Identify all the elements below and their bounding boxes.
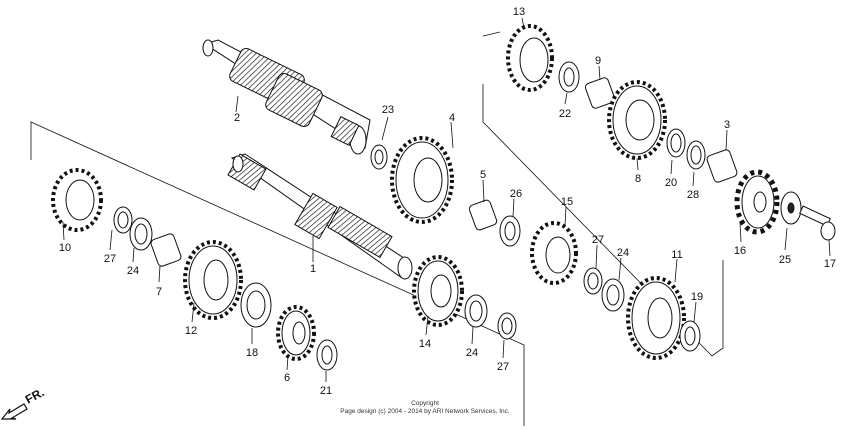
callout-20[interactable]: 20 bbox=[665, 177, 677, 189]
part-24a-washer[interactable] bbox=[129, 217, 153, 263]
callout-17[interactable]: 17 bbox=[824, 258, 836, 270]
callout-26[interactable]: 26 bbox=[510, 188, 522, 200]
callout-24-center[interactable]: 24 bbox=[466, 347, 478, 359]
part-27c-washer[interactable] bbox=[497, 312, 517, 359]
part-7-bushing[interactable] bbox=[150, 233, 182, 283]
callout-11[interactable]: 11 bbox=[671, 249, 682, 261]
part-21-washer[interactable] bbox=[316, 339, 338, 382]
callout-1[interactable]: 1 bbox=[310, 263, 316, 275]
part-28-washer[interactable] bbox=[686, 140, 706, 187]
callout-10[interactable]: 10 bbox=[59, 242, 71, 254]
part-6-gear[interactable] bbox=[276, 305, 316, 371]
part-2-mainshaft[interactable] bbox=[202, 39, 371, 155]
part-13-gear[interactable] bbox=[506, 17, 554, 92]
front-direction-label: FR. bbox=[23, 385, 47, 406]
part-12-gear[interactable] bbox=[183, 240, 243, 323]
part-17-bolt[interactable] bbox=[799, 205, 836, 257]
callout-9[interactable]: 9 bbox=[595, 55, 601, 67]
part-26-washer[interactable] bbox=[499, 198, 521, 247]
callout-labels: 1 2 3 4 5 6 7 8 9 10 11 12 13 14 15 16 1… bbox=[59, 6, 836, 397]
callout-28[interactable]: 28 bbox=[687, 189, 699, 201]
callout-16[interactable]: 16 bbox=[734, 245, 746, 257]
part-24c-washer[interactable] bbox=[464, 294, 488, 345]
part-4-gear[interactable] bbox=[390, 121, 454, 224]
part-18-washer[interactable] bbox=[240, 282, 272, 344]
part-27a-washer[interactable] bbox=[109, 206, 133, 251]
callout-25[interactable]: 25 bbox=[779, 254, 791, 266]
callout-15[interactable]: 15 bbox=[561, 196, 573, 208]
callout-19[interactable]: 19 bbox=[691, 291, 703, 303]
callout-8[interactable]: 8 bbox=[635, 173, 641, 185]
part-9-bushing[interactable] bbox=[584, 65, 616, 109]
part-3-bushing[interactable] bbox=[706, 129, 738, 183]
callout-27-right[interactable]: 27 bbox=[592, 234, 604, 246]
callout-27-left[interactable]: 27 bbox=[104, 253, 116, 265]
front-direction-arrow-icon bbox=[0, 403, 28, 420]
part-5-bushing[interactable] bbox=[468, 179, 498, 231]
part-16-sprocket[interactable] bbox=[734, 169, 780, 243]
part-24b-washer[interactable] bbox=[601, 257, 625, 312]
part-8-gear[interactable] bbox=[607, 80, 667, 171]
callout-21[interactable]: 21 bbox=[320, 385, 332, 397]
callout-14[interactable]: 14 bbox=[419, 338, 431, 350]
part-10-gear[interactable] bbox=[51, 168, 103, 241]
callout-23[interactable]: 23 bbox=[382, 104, 394, 116]
callout-6[interactable]: 6 bbox=[284, 372, 290, 384]
part-25-washer[interactable] bbox=[780, 191, 802, 251]
callout-18[interactable]: 18 bbox=[246, 347, 258, 359]
copyright-line-1: Copyright bbox=[411, 400, 439, 407]
part-20-washer[interactable] bbox=[666, 128, 686, 175]
callout-27-center[interactable]: 27 bbox=[497, 361, 509, 373]
callout-3[interactable]: 3 bbox=[724, 119, 730, 131]
assembly-outline-left bbox=[30, 121, 525, 426]
callout-24-right[interactable]: 24 bbox=[617, 247, 629, 259]
assembly-outline-right bbox=[482, 31, 724, 357]
part-23-washer[interactable] bbox=[370, 116, 389, 170]
part-1-countershaft[interactable] bbox=[227, 153, 413, 280]
callout-2[interactable]: 2 bbox=[234, 112, 240, 124]
callout-4[interactable]: 4 bbox=[449, 112, 455, 124]
callout-13[interactable]: 13 bbox=[513, 6, 525, 18]
part-15-gear[interactable] bbox=[530, 206, 578, 285]
callout-5[interactable]: 5 bbox=[480, 169, 486, 181]
callout-12[interactable]: 12 bbox=[185, 325, 197, 337]
callout-7[interactable]: 7 bbox=[156, 286, 162, 298]
part-27b-washer[interactable] bbox=[583, 244, 603, 295]
copyright-line-2: Page design (c) 2004 - 2014 by ARI Netwo… bbox=[340, 408, 510, 415]
part-19-washer[interactable] bbox=[679, 301, 701, 352]
callout-24-left[interactable]: 24 bbox=[127, 265, 139, 277]
part-22-washer[interactable] bbox=[558, 61, 580, 105]
part-14-gear[interactable] bbox=[412, 255, 464, 336]
part-11-gear[interactable] bbox=[626, 258, 686, 360]
callout-22[interactable]: 22 bbox=[559, 108, 571, 120]
